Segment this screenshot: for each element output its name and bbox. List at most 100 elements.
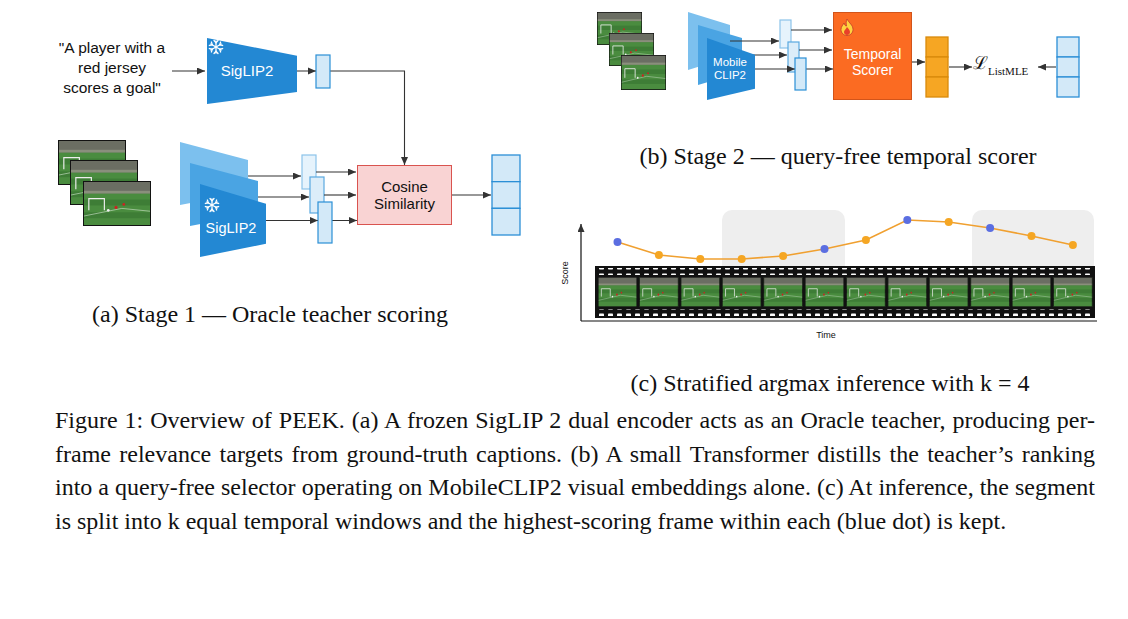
window-band xyxy=(972,210,1094,320)
connector-arrow xyxy=(266,220,357,221)
film-base xyxy=(595,266,1095,318)
video-frames xyxy=(58,140,151,226)
selected-point xyxy=(986,224,994,232)
film-frame xyxy=(681,277,720,307)
score-point xyxy=(655,251,663,259)
film-strip xyxy=(595,266,1095,318)
score-line xyxy=(618,220,1073,259)
score-vector xyxy=(492,155,520,235)
connector-arrow xyxy=(755,68,833,69)
node-text: Temporal Scorer xyxy=(834,46,911,78)
embed-arrow xyxy=(248,175,301,176)
video-frame xyxy=(609,33,654,66)
vector-cell xyxy=(926,57,948,77)
vector-cell xyxy=(492,155,520,182)
embed-arrow xyxy=(791,29,832,30)
vector-cell xyxy=(1057,37,1079,57)
output-arrow xyxy=(912,61,925,62)
x-axis xyxy=(581,320,1097,321)
film-frame xyxy=(1012,277,1051,307)
panel-caption: (c) Stratified argmax inference with k =… xyxy=(590,368,1070,398)
embedding-vector xyxy=(780,20,791,48)
text-encoder: SigLIP2 xyxy=(207,38,297,104)
embed-arrow xyxy=(799,49,832,50)
film-frame xyxy=(639,277,678,307)
embed-arrow xyxy=(258,196,309,197)
vector-cell xyxy=(492,182,520,209)
embedding-vector xyxy=(788,42,799,72)
connector-arrow xyxy=(297,71,405,165)
predicted-vector xyxy=(926,37,948,97)
embedding-vector xyxy=(795,58,806,90)
video-frame xyxy=(83,181,151,226)
similarity-box: Cosine Similarity xyxy=(357,165,452,225)
vector-cell xyxy=(1057,77,1079,97)
query-text: "A player with a red jersey scores a goa… xyxy=(54,38,170,98)
score-point xyxy=(779,252,787,260)
embedding-vector xyxy=(310,177,324,213)
score-point xyxy=(696,255,704,263)
figure-caption: Figure 1: Overview of PEEK. (a) A frozen… xyxy=(55,404,1095,538)
video-frames xyxy=(597,12,666,90)
score-point xyxy=(945,218,953,226)
video-frame xyxy=(621,55,666,90)
target-vector xyxy=(1057,37,1079,97)
score-point xyxy=(738,255,746,263)
panel-caption: (a) Stage 1 — Oracle teacher scoring xyxy=(40,299,500,329)
trainable-icon xyxy=(840,18,854,36)
node-text: SigLIP2 xyxy=(206,220,257,237)
arrow-head xyxy=(310,217,318,224)
score-point xyxy=(1028,232,1036,240)
node-text: Mobile CLIP2 xyxy=(707,56,753,82)
film-frame xyxy=(722,277,761,307)
embedding-vector xyxy=(302,155,316,189)
embed-arrow xyxy=(730,40,779,41)
film-frame xyxy=(1053,277,1092,307)
window-band xyxy=(722,210,845,320)
video-frame xyxy=(70,160,138,205)
embedding-vector xyxy=(318,202,332,243)
loss-symbol: ℒ xyxy=(973,52,988,74)
embed-arrow xyxy=(316,171,356,172)
axis-label: Time xyxy=(813,329,839,341)
sprocket-holes xyxy=(597,309,1093,316)
film-frame xyxy=(846,277,885,307)
film-frame xyxy=(598,277,637,307)
image-encoder: SigLIP2 xyxy=(200,184,266,257)
axis-label: Score xyxy=(559,261,571,285)
film-frame xyxy=(805,277,844,307)
loss-arrow xyxy=(949,66,972,67)
film-frame xyxy=(929,277,968,307)
embedding-vector xyxy=(316,55,330,88)
arrow-head xyxy=(308,68,316,75)
frozen-icon xyxy=(205,199,218,212)
y-axis xyxy=(580,224,581,321)
image-encoder: Mobile CLIP2 xyxy=(707,38,755,100)
score-point xyxy=(1069,241,1077,249)
vector-cell xyxy=(492,208,520,235)
video-frame xyxy=(58,140,126,185)
score-points xyxy=(614,216,1077,263)
film-frame xyxy=(888,277,927,307)
node-text: Cosine Similarity xyxy=(358,178,451,213)
input-arrow xyxy=(172,70,205,71)
loss-arrow xyxy=(1038,66,1056,67)
loss-subscript: ListMLE xyxy=(988,64,1028,78)
score-point xyxy=(862,236,870,244)
panel-caption: (b) Stage 2 — query-free temporal scorer xyxy=(600,141,1076,171)
selected-point xyxy=(821,245,829,253)
node-text: SigLIP2 xyxy=(221,62,274,79)
sprocket-holes xyxy=(597,268,1093,275)
vector-cell xyxy=(926,77,948,97)
film-frame xyxy=(971,277,1010,307)
selected-point xyxy=(614,238,622,246)
selected-point xyxy=(903,216,911,224)
embed-arrow xyxy=(324,194,356,195)
arrow-head xyxy=(787,66,795,73)
vector-cell xyxy=(1057,57,1079,77)
output-arrow xyxy=(452,194,491,195)
video-frame xyxy=(597,12,642,45)
vector-cell xyxy=(926,37,948,57)
scorer-box: Temporal Scorer xyxy=(833,12,912,100)
frozen-icon xyxy=(209,41,222,54)
